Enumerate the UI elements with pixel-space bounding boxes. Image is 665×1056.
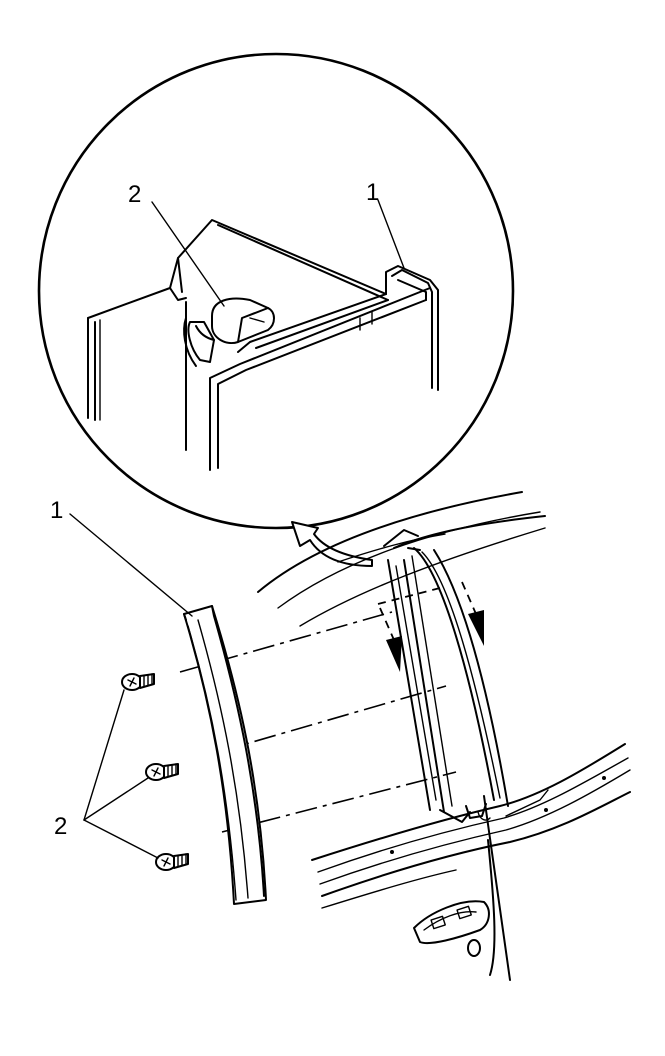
weatherstrip-channel [209, 265, 439, 471]
leader-seal [377, 199, 405, 269]
callout-screws: 2 [54, 813, 67, 840]
alignment-lines [179, 587, 457, 833]
frame-section [87, 219, 389, 451]
vehicle-body [257, 491, 631, 981]
retainer-clip [183, 297, 275, 367]
callout-applique: 1 [50, 497, 63, 524]
detail-reference-arrow [291, 521, 373, 567]
install-arrows [379, 581, 484, 672]
leader-screw-middle [83, 777, 149, 821]
applique-molding [183, 605, 267, 905]
screw-middle [145, 763, 179, 781]
callout-seal: 1 [366, 179, 379, 206]
screw-top [121, 673, 155, 691]
detail-view: 2 1 [37, 52, 515, 530]
screw-bottom [155, 853, 189, 871]
door-handle [413, 900, 490, 957]
leader-clip [151, 201, 225, 307]
leader-screw-bottom [83, 819, 159, 859]
callout-clip: 2 [128, 181, 141, 208]
leader-applique [69, 513, 193, 617]
detail-circle [37, 52, 515, 530]
leader-screw-top [83, 689, 125, 821]
